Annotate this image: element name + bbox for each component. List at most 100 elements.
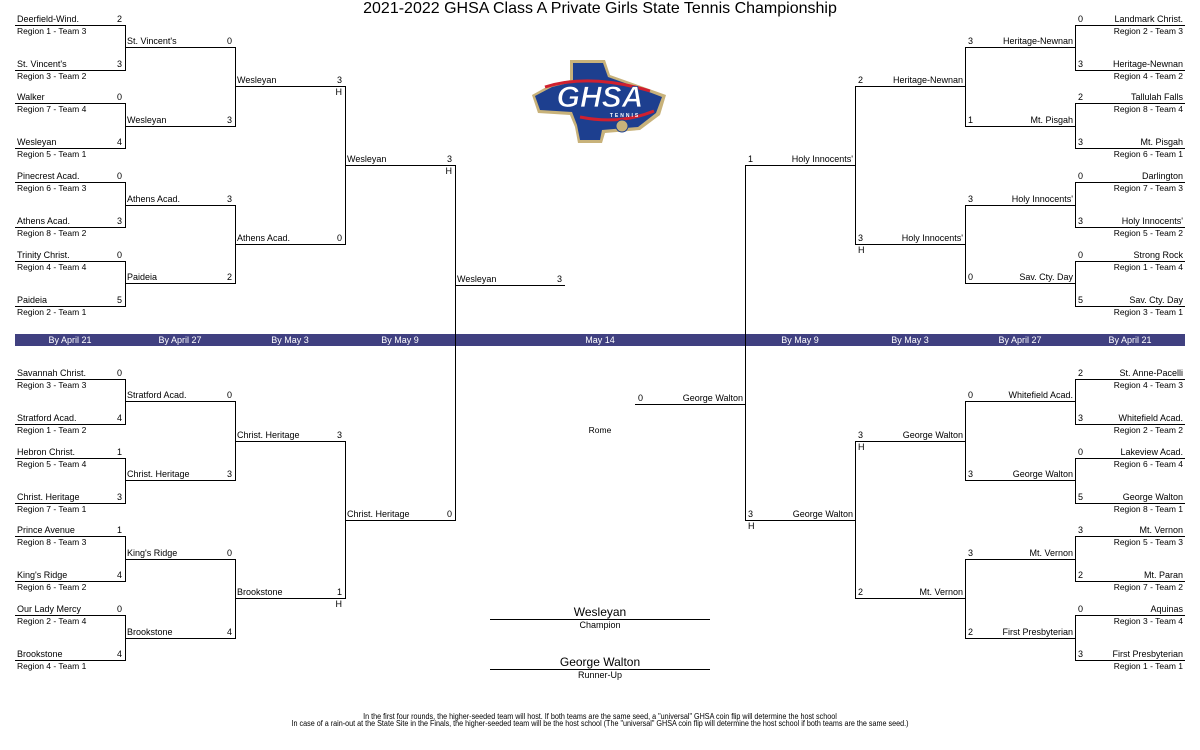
team-score: 3 bbox=[968, 194, 974, 204]
region-seed: Region 8 - Team 3 bbox=[17, 537, 87, 547]
team-name: Prince Avenue bbox=[17, 525, 75, 535]
team-name: Wesleyan bbox=[17, 137, 57, 147]
team-name: Pinecrest Acad. bbox=[17, 171, 80, 181]
team-name: Darlington bbox=[1141, 171, 1183, 181]
team-name: Whitefield Acad. bbox=[1118, 413, 1183, 423]
team-name: First Presbyterian bbox=[1002, 627, 1073, 637]
region-seed: Region 5 - Team 4 bbox=[17, 459, 87, 469]
region-seed: Region 2 - Team 1 bbox=[17, 307, 87, 317]
region-seed: Region 5 - Team 2 bbox=[1113, 228, 1183, 238]
team-name: Sav. Cty. Day bbox=[1129, 295, 1183, 305]
team-score: 4 bbox=[116, 413, 122, 423]
bracket-slot: George Walton 3 bbox=[965, 468, 1075, 481]
team-name: Paideia bbox=[17, 295, 48, 305]
team-name: Wesleyan bbox=[347, 154, 387, 164]
host-marker: H bbox=[445, 166, 453, 176]
bracket-slot: Stratford Acad.0 bbox=[125, 389, 235, 402]
team-name: Brookstone bbox=[17, 649, 63, 659]
team-name: Strong Rock bbox=[1133, 250, 1183, 260]
team-score: 3 bbox=[1078, 216, 1084, 226]
team-name: Mt. Vernon bbox=[919, 587, 963, 597]
team-score: 1 bbox=[968, 115, 974, 125]
team-score: 0 bbox=[1078, 447, 1084, 457]
final-site: Rome bbox=[588, 425, 612, 435]
team-score: 2 bbox=[1078, 368, 1084, 378]
bracket-connector bbox=[1075, 615, 1076, 661]
team-name: Holy Innocents' bbox=[791, 154, 853, 164]
region-seed: Region 2 - Team 4 bbox=[17, 616, 87, 626]
team-name: Holy Innocents' bbox=[901, 233, 963, 243]
team-name: George Walton bbox=[1012, 469, 1073, 479]
team-name: George Walton bbox=[1122, 492, 1183, 502]
team-score: 3 bbox=[1078, 59, 1084, 69]
team-name: King's Ridge bbox=[127, 548, 178, 558]
team-score: 3 bbox=[116, 216, 122, 226]
team-name: Wesleyan bbox=[457, 274, 497, 284]
bracket-connector bbox=[125, 25, 126, 71]
bracket-slot: Athens Acad.0 bbox=[235, 232, 345, 245]
date-label-left: By April 27 bbox=[158, 335, 202, 345]
team-name: King's Ridge bbox=[17, 570, 68, 580]
date-label-left: By May 9 bbox=[381, 335, 419, 345]
bracket-connector bbox=[1075, 25, 1076, 71]
team-score: 3 bbox=[446, 154, 452, 164]
region-seed: Region 6 - Team 3 bbox=[17, 183, 87, 193]
region-seed: Region 7 - Team 1 bbox=[17, 504, 87, 514]
team-score: 5 bbox=[1078, 492, 1084, 502]
region-seed: Region 8 - Team 2 bbox=[17, 228, 87, 238]
team-score: 3 bbox=[226, 194, 232, 204]
team-score: 3 bbox=[968, 469, 974, 479]
bracket-connector bbox=[965, 47, 966, 127]
team-name: Brookstone bbox=[127, 627, 173, 637]
team-name: Lakeview Acad. bbox=[1120, 447, 1183, 457]
team-score: 4 bbox=[116, 649, 122, 659]
team-score: 0 bbox=[116, 604, 122, 614]
team-name: Our Lady Mercy bbox=[17, 604, 82, 614]
champion-label: Champion bbox=[579, 620, 621, 630]
region-seed: Region 8 - Team 1 bbox=[1113, 504, 1183, 514]
bracket-connector bbox=[1075, 379, 1076, 425]
region-seed: Region 6 - Team 2 bbox=[17, 582, 87, 592]
team-name: Trinity Christ. bbox=[17, 250, 70, 260]
team-name: St. Vincent's bbox=[127, 36, 177, 46]
team-score: 3 bbox=[1078, 137, 1084, 147]
team-name: Whitefield Acad. bbox=[1008, 390, 1073, 400]
region-seed: Region 6 - Team 1 bbox=[1113, 149, 1183, 159]
region-seed: Region 5 - Team 3 bbox=[1113, 537, 1183, 547]
team-name: Deerfield-Wind. bbox=[17, 14, 80, 24]
team-score: 0 bbox=[116, 368, 122, 378]
team-score: 4 bbox=[226, 627, 232, 637]
team-name: George Walton bbox=[792, 509, 853, 519]
page-title: 2021-2022 GHSA Class A Private Girls Sta… bbox=[363, 0, 837, 17]
team-score: 0 bbox=[1078, 171, 1084, 181]
team-name: Heritage-Newnan bbox=[1002, 36, 1073, 46]
bracket-connector bbox=[125, 379, 126, 425]
bracket-connector bbox=[235, 47, 236, 127]
team-score: 1 bbox=[748, 154, 754, 164]
team-name: Christ. Heritage bbox=[17, 492, 80, 502]
region-seed: Region 4 - Team 1 bbox=[17, 661, 87, 671]
team-score: 5 bbox=[1078, 295, 1084, 305]
region-seed: Region 1 - Team 3 bbox=[17, 26, 87, 36]
team-score: 3 bbox=[968, 548, 974, 558]
runner-up-label: Runner-Up bbox=[577, 670, 623, 680]
region-seed: Region 6 - Team 4 bbox=[1113, 459, 1183, 469]
team-score: 0 bbox=[968, 272, 974, 282]
